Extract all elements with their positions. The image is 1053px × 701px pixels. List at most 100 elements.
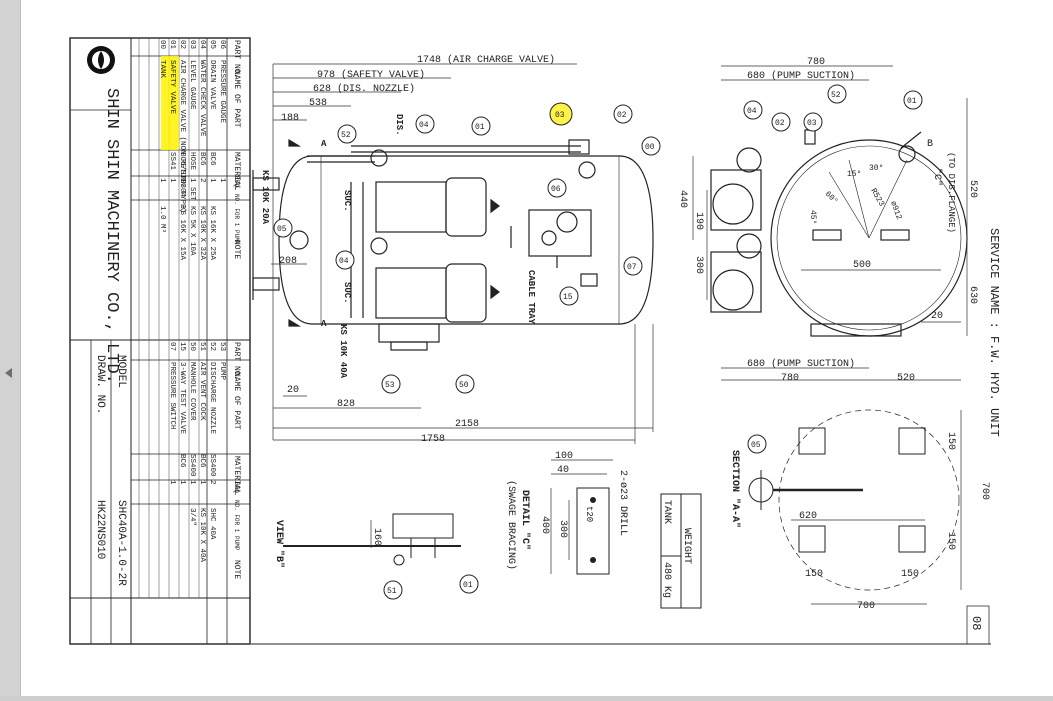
side-pump-lower [712,269,754,311]
detail-c: 100 40 400 300 t20 2-ø23 DRILL DETAIL "C… [505,451,628,575]
part-mat: SS400 [188,454,196,477]
label-ks20: KS 10K 20A [260,170,270,225]
label-view-b: VIEW "B" [273,520,285,568]
dim-20b: 20 [931,311,943,322]
side-dim-labels: 780 680 (PUMP SUCTION) 440 190 300 500 5… [677,57,978,384]
balloon-05: 05 [273,218,293,238]
part-note: 1.0 M³ [158,206,167,233]
part-no: 04 [198,40,206,50]
dim-188: 188 [281,113,299,124]
svg-text:50: 50 [459,381,469,390]
part-note: KS 16K X 25A [208,206,216,261]
engineering-drawing: PART NO. NAME OF PART MATERIAL REQ. NO. … [69,37,1001,645]
part-name: PUMP [218,362,226,381]
part-qty: 1 [168,480,176,485]
dim-1758: 1758 [421,434,445,445]
dim-100: 100 [555,451,573,462]
part-qty: 1 [188,480,196,485]
header-part-no: PART NO. [232,40,241,78]
dim-300: 300 [693,256,704,274]
dim-780b: 780 [781,373,799,384]
svg-text:04: 04 [419,121,429,130]
lower-pump [375,267,447,319]
dim-700v: 700 [979,482,990,500]
part-name: AIR VENT COCK [198,362,206,421]
upper-motor [445,177,487,237]
part-qty: 1 [218,178,226,183]
dim-520h: 520 [897,373,915,384]
upper-pump [375,181,447,233]
viewer-bottom-bar [0,696,1053,701]
level-gauge-highlight [161,56,179,150]
part-no: 02 [178,40,186,49]
dim-208: 208 [279,256,297,267]
balloon-01: 01 [471,116,491,136]
header-req: REQ. NO. FOR 1 PUMP [233,176,240,245]
part-mat: BC6 [198,152,206,166]
part-no: 01 [168,40,176,50]
dim-20a: 20 [287,385,299,396]
part-qty: 2 [208,480,216,485]
title-block: PART NO. NAME OF PART MATERIAL REQ. NO. … [69,37,251,645]
label-cable-tray: CABLE TRAY [526,270,536,325]
dim-780a: 780 [807,57,825,68]
side-balloon-03: 03 [803,112,823,132]
dim-912: ø912 [888,200,903,221]
section-aa-balloon: 05 [747,434,767,454]
balloon-00: 00 [641,136,661,156]
header-name-2: NAME OF PART [232,372,241,430]
dim-620: 620 [799,511,817,522]
part-mat: SS41 [168,152,176,171]
part-qty: 1 [208,178,216,183]
part-no: 53 [218,342,226,352]
scroll-left-icon[interactable] [5,368,12,378]
dim-60: 60° [823,190,840,207]
side-dimensions [692,65,968,381]
dim-150c: 150 [805,569,823,580]
part-qty: 1 [158,178,166,183]
svg-text:00: 00 [645,143,655,152]
balloon-15: 15 [559,286,579,306]
part-name: DRAIN VALVE [208,60,216,110]
dim-300b: 300 [557,520,568,538]
label-suc-2: SUC. [342,282,352,304]
balloon-02: 02 [613,104,633,124]
svg-text:05: 05 [277,225,287,234]
dim-pump-suction-bottom: 680 (PUMP SUCTION) [747,358,855,370]
tank-body [278,155,654,325]
balloon-04b: 04 [335,250,355,270]
part-name: PRESSURE GAUGE [218,60,226,124]
dim-160: 160 [371,528,382,546]
dim-dis-nozzle: 628 (DIS. NOZZLE) [313,83,415,95]
dim-150d: 150 [901,569,919,580]
dim-r523: R523 [868,187,885,208]
part-qty: 1 [168,178,176,183]
svg-text:01: 01 [907,97,917,106]
svg-text:52: 52 [831,91,841,100]
dim-440: 440 [677,190,688,208]
header-material-2: MATERIAL [232,456,241,495]
part-name: LEVEL GAUGE [188,60,196,110]
front-callout-labels: DIS. SUC. SUC. KS 10K 20A KS 10K 40A CAB… [260,114,536,379]
svg-text:07: 07 [627,263,637,272]
part-name: 3-WAY TEST VALVE [178,362,186,435]
side-balloon-02: 02 [771,112,791,132]
part-no: 07 [168,342,176,351]
part-qty: 1 [178,178,186,183]
balloon-06: 06 [547,178,567,198]
front-view [252,138,654,351]
svg-text:05: 05 [751,441,761,450]
view-b-balloon-51: 51 [387,587,397,596]
label-section-aa: SECTION "A-A" [729,450,741,528]
part-name: TANK [158,60,166,79]
weight-table: WEIGHT TANK 480 Kg [660,493,702,609]
label-to-dis-flange: (TO DIS.FLANGE) [946,152,956,233]
part-note: 3/4" [188,508,196,526]
label-dis: DIS. [394,114,404,136]
part-name: AIR CHARGE VALVE (NON RETURN TYPE) [178,60,186,213]
viewer-left-rail [0,0,21,701]
balloon-07: 07 [623,256,643,276]
part-no: 03 [188,40,196,50]
part-no: 15 [178,342,186,352]
dim-40: 40 [557,465,569,476]
